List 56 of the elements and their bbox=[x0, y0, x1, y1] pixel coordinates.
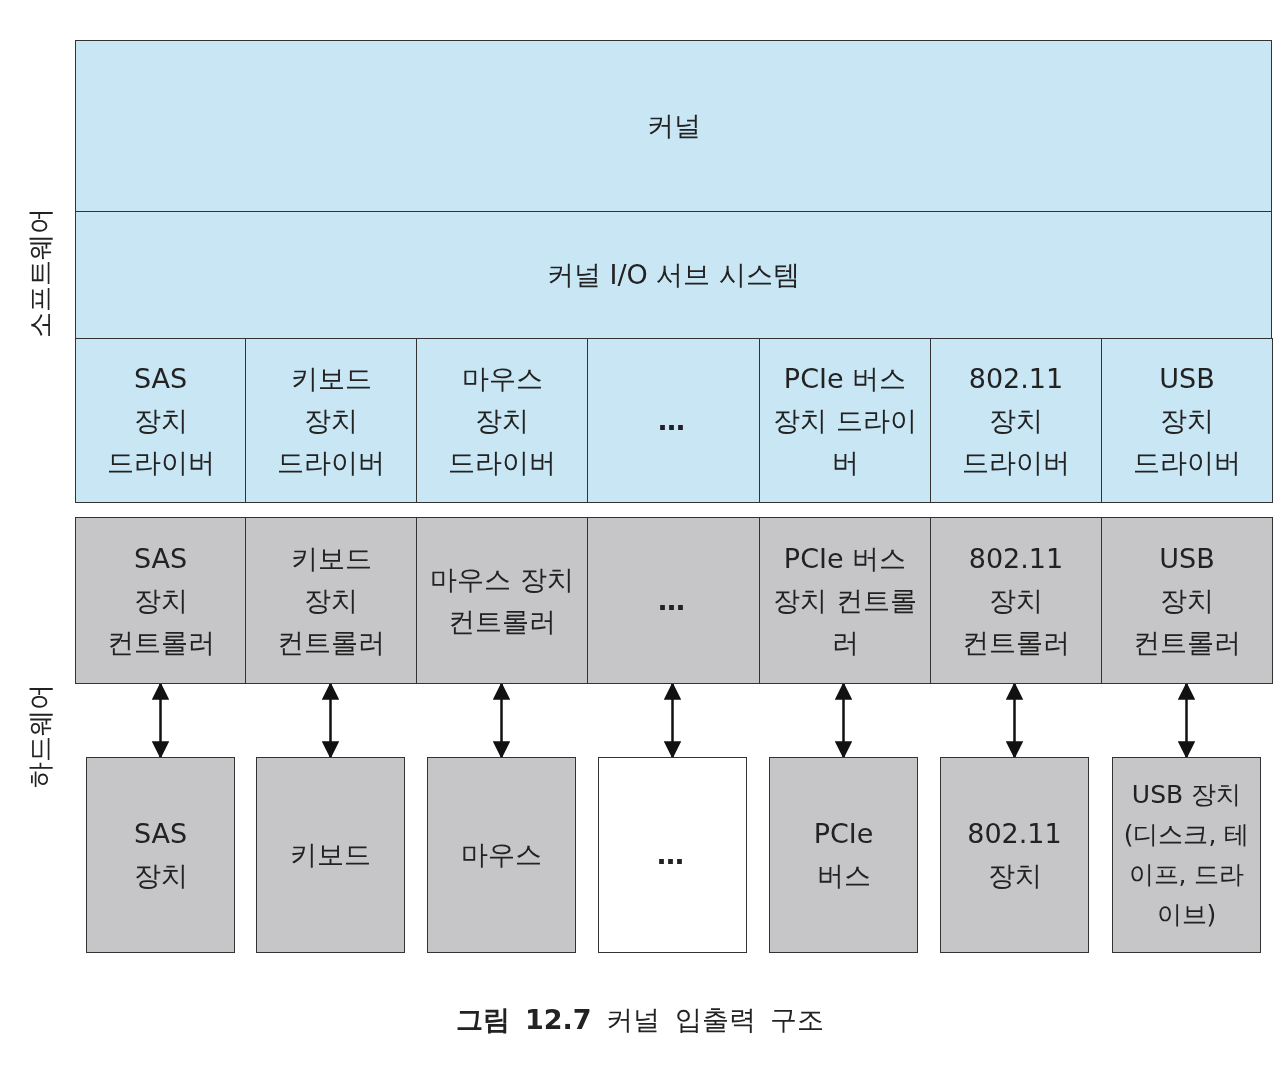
box-label: 키보드 장치 컨트롤러 bbox=[276, 541, 386, 660]
device-box bbox=[1112, 757, 1261, 953]
box-label: SAS 장치 컨트롤러 bbox=[105, 541, 216, 660]
box-label: 키보드 bbox=[289, 838, 372, 872]
ellipsis: … bbox=[656, 838, 689, 872]
double-arrow bbox=[1177, 682, 1196, 759]
double-arrow bbox=[1005, 682, 1024, 759]
layer-box bbox=[75, 40, 1272, 212]
side-label: 소프트웨어 bbox=[23, 207, 56, 337]
module-box bbox=[1101, 338, 1273, 503]
device-box bbox=[598, 757, 747, 953]
box-label: 802.11 장치 bbox=[966, 817, 1063, 893]
device-box bbox=[769, 757, 918, 953]
box-label: 커널 bbox=[646, 109, 701, 143]
module-box bbox=[416, 517, 588, 684]
double-arrow bbox=[151, 682, 170, 759]
box-label: 802.11 장치 컨트롤러 bbox=[961, 541, 1071, 660]
box-label: USB 장치(디스크, 테이프, 드라이브) bbox=[1122, 779, 1251, 931]
box-label: 마우스 bbox=[460, 838, 543, 872]
module-box bbox=[587, 517, 760, 684]
box-label: 마우스 장치 드라이버 bbox=[447, 361, 557, 480]
box-label: 802.11 장치 드라이버 bbox=[961, 361, 1071, 480]
device-box bbox=[86, 757, 235, 953]
module-box bbox=[75, 517, 246, 684]
module-box bbox=[759, 517, 931, 684]
module-box bbox=[759, 338, 931, 503]
box-label: SAS 장치 드라이버 bbox=[105, 361, 216, 480]
ellipsis: … bbox=[658, 403, 689, 438]
module-box bbox=[416, 338, 588, 503]
box-label: SAS 장치 bbox=[132, 817, 189, 893]
figure-caption: 그림 12.7 커널 입출력 구조 bbox=[455, 1003, 825, 1037]
box-label: USB 장치 컨트롤러 bbox=[1132, 541, 1242, 660]
side-label: 하드웨어 bbox=[23, 683, 56, 787]
device-box bbox=[256, 757, 405, 953]
box-label: PCIe 버스 장치 드라이버 bbox=[772, 361, 918, 480]
double-arrow bbox=[834, 682, 853, 759]
box-label: PCIe 버스 bbox=[812, 817, 875, 893]
layer-box bbox=[75, 211, 1272, 339]
box-label: 마우스 장치 컨트롤러 bbox=[429, 562, 575, 639]
box-label: USB 장치 드라이버 bbox=[1132, 361, 1242, 480]
box-label: 키보드 장치 드라이버 bbox=[276, 361, 386, 480]
module-box bbox=[75, 338, 246, 503]
double-arrow bbox=[663, 682, 682, 759]
box-label: PCIe 버스 장치 컨트롤러 bbox=[772, 541, 918, 660]
device-box bbox=[427, 757, 576, 953]
module-box bbox=[930, 338, 1102, 503]
module-box bbox=[245, 517, 417, 684]
module-box bbox=[1101, 517, 1273, 684]
module-box bbox=[930, 517, 1102, 684]
box-label: 커널 I/O 서브 시스템 bbox=[546, 258, 801, 292]
double-arrow bbox=[321, 682, 340, 759]
double-arrow bbox=[492, 682, 511, 759]
device-box bbox=[940, 757, 1089, 953]
module-box bbox=[587, 338, 760, 503]
module-box bbox=[245, 338, 417, 503]
ellipsis: … bbox=[658, 583, 689, 618]
